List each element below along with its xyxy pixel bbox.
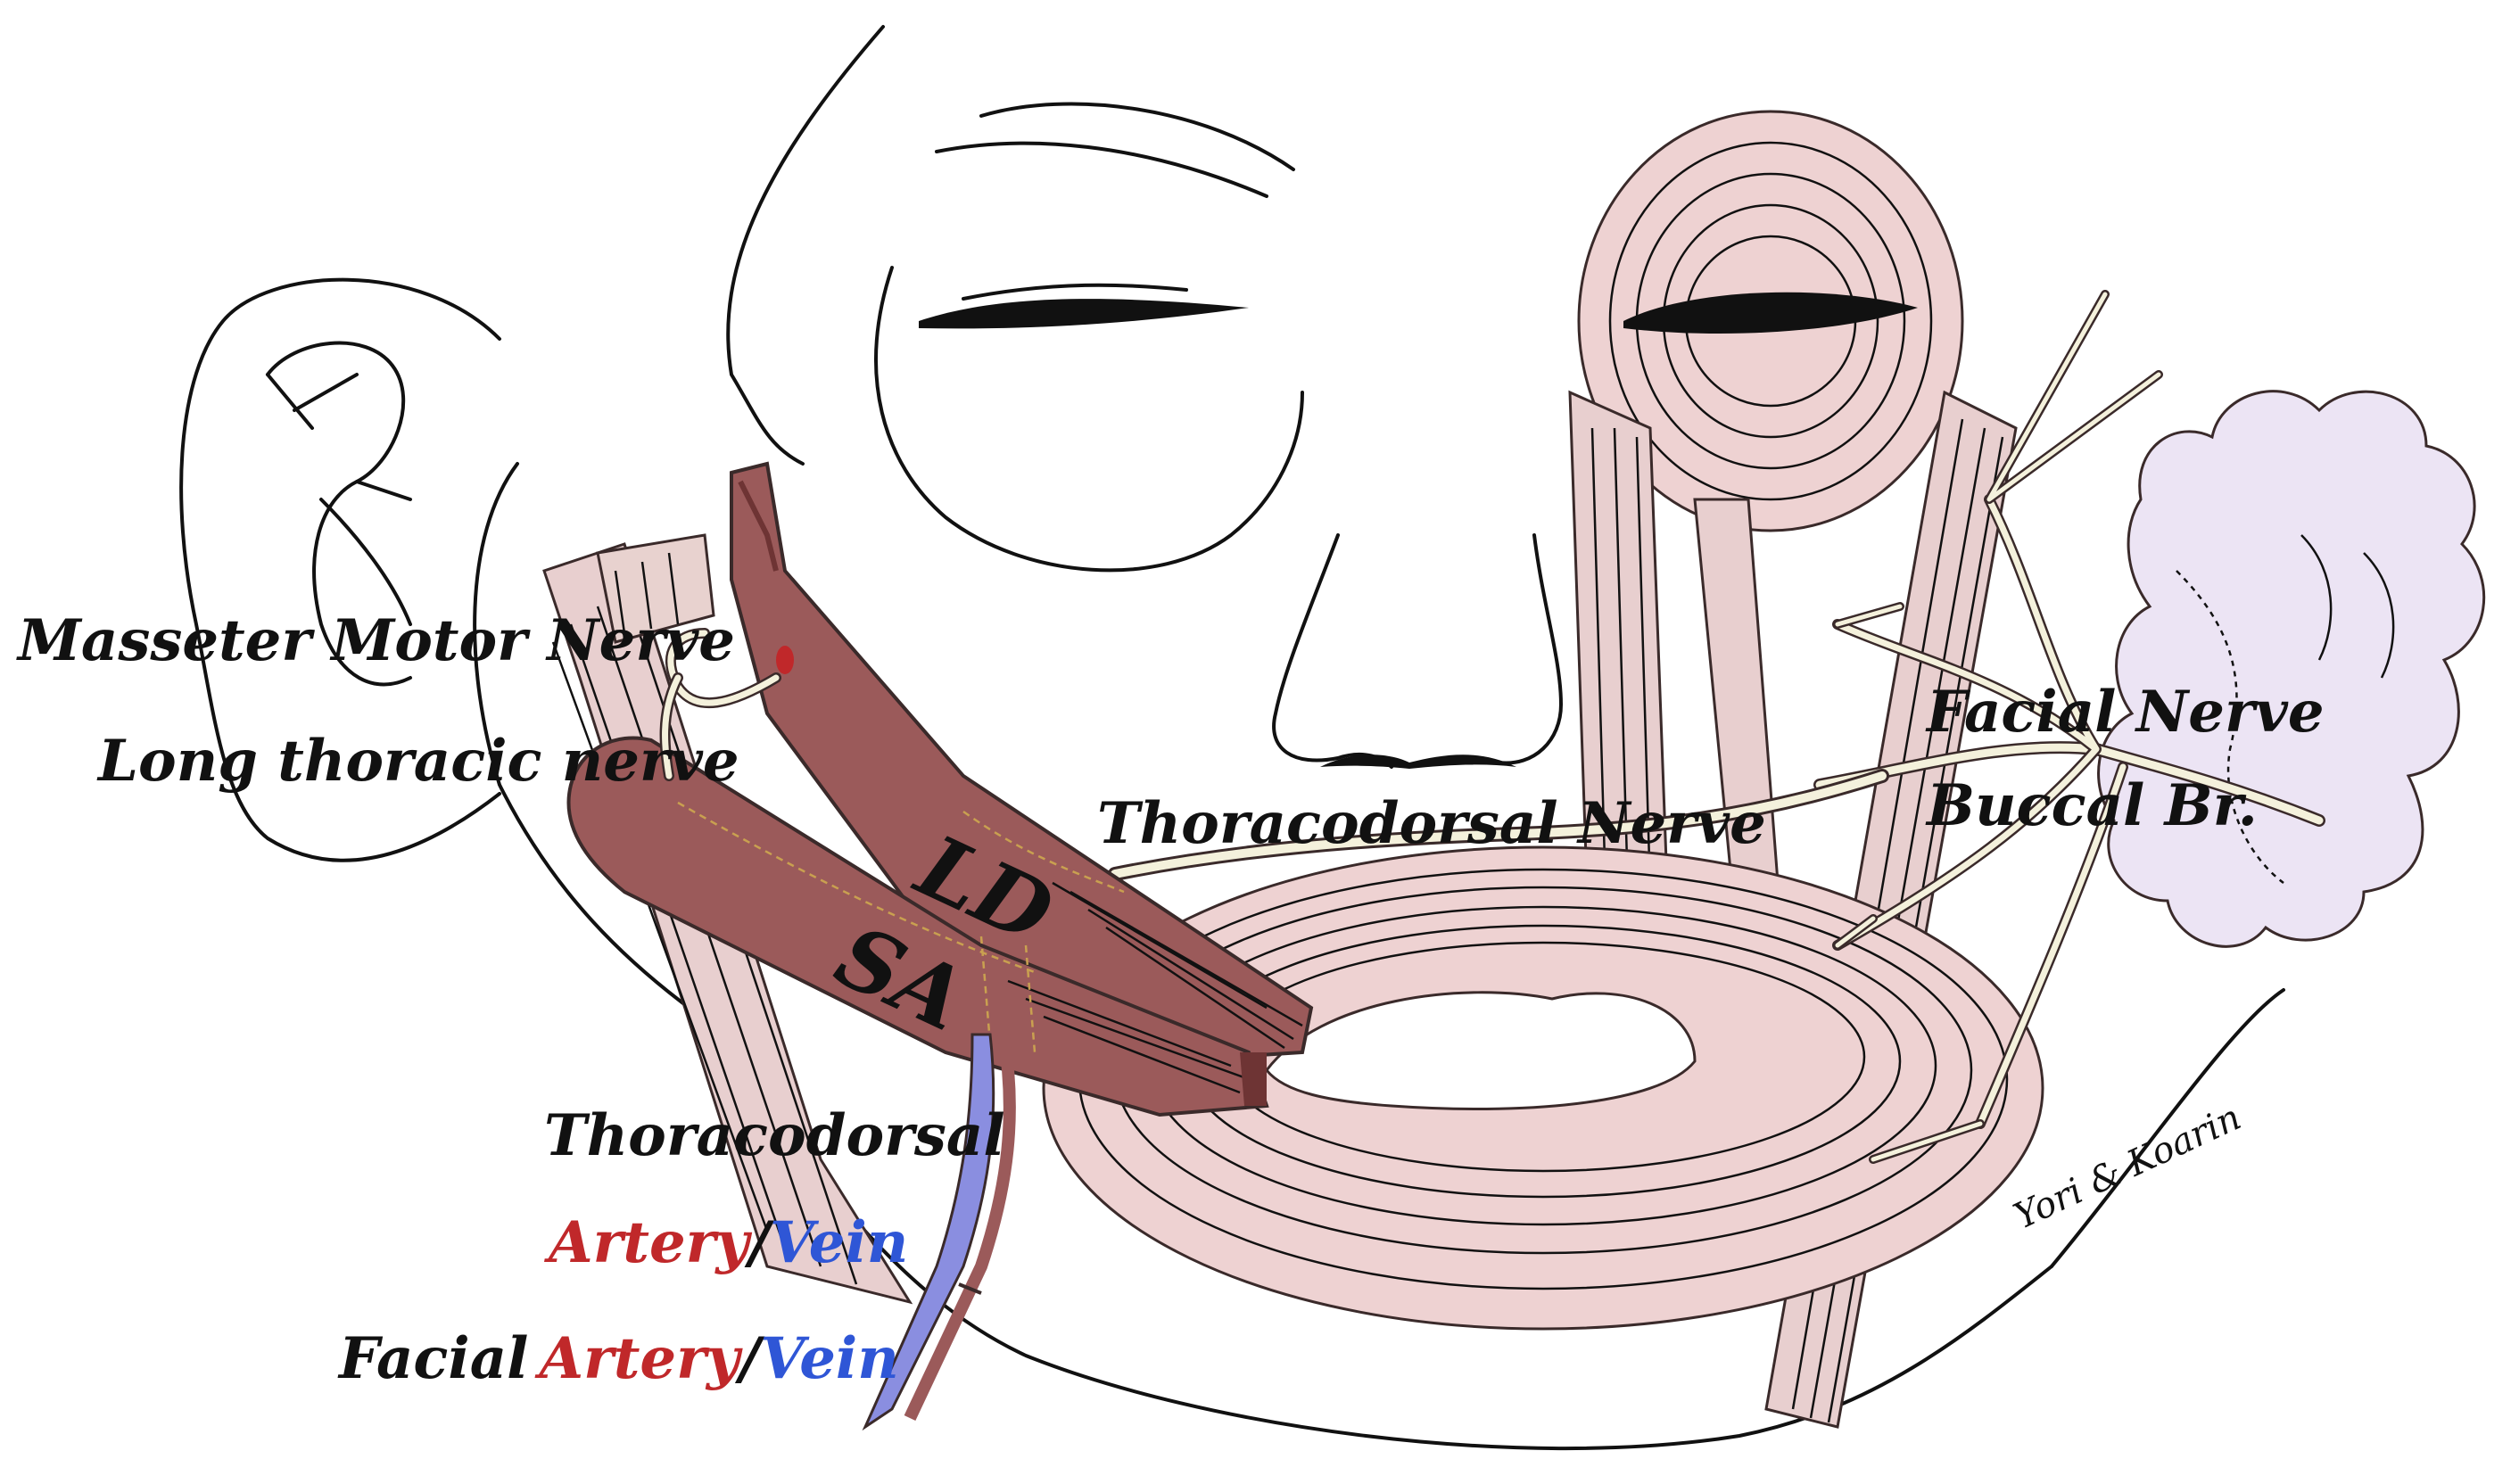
- jaw-line-right: [2050, 988, 2285, 1268]
- label-buccal-br: Buccal Br.: [1925, 772, 2258, 839]
- face-outline: [473, 25, 2053, 1451]
- eye-left-side: [874, 102, 1304, 573]
- ld-flap: [730, 461, 1314, 1064]
- mouth-opening: [1265, 991, 1697, 1110]
- label-thoracodorsal-artery-vein: Artery/Vein: [544, 1209, 908, 1276]
- ear: [179, 277, 501, 862]
- label-vein: Vein: [770, 1209, 908, 1276]
- sa-flap: [566, 736, 1269, 1117]
- label-artery: Artery: [544, 1209, 752, 1276]
- orbicularis-oculi-muscle: [1577, 110, 1964, 532]
- label-facial-nerve: Facial Nerve: [1925, 679, 2325, 746]
- parotid-gland: [2097, 390, 2486, 948]
- label-long-thoracic-nerve: Long thoracic nerve: [96, 728, 739, 795]
- label-masseter-motor-nerve: Masseter Motor Nerve: [16, 607, 735, 674]
- label-facial-artery: Artery: [534, 1325, 742, 1392]
- label-facial-vein: Vein: [760, 1325, 898, 1392]
- flap-vessels-dashed: [677, 801, 1125, 1053]
- label-facial: Facial: [337, 1325, 528, 1392]
- label-facial-slash: /: [734, 1325, 765, 1392]
- thoracodorsal-pedicle: [862, 1033, 1016, 1431]
- label-slash: /: [744, 1209, 775, 1276]
- nose: [1272, 533, 1563, 769]
- label-thoracodorsal: Thoracodorsal: [544, 1102, 1005, 1169]
- label-thoracodorsal-nerve: Thoracodorsal Nerve: [1097, 790, 1766, 857]
- long-thoracic-nerve: [659, 672, 683, 781]
- facial-nerve-branches: [1813, 290, 2325, 1164]
- artist-signature: Yori & Koarin: [2008, 1097, 2247, 1238]
- thoracodorsal-nerve: [1108, 769, 1889, 881]
